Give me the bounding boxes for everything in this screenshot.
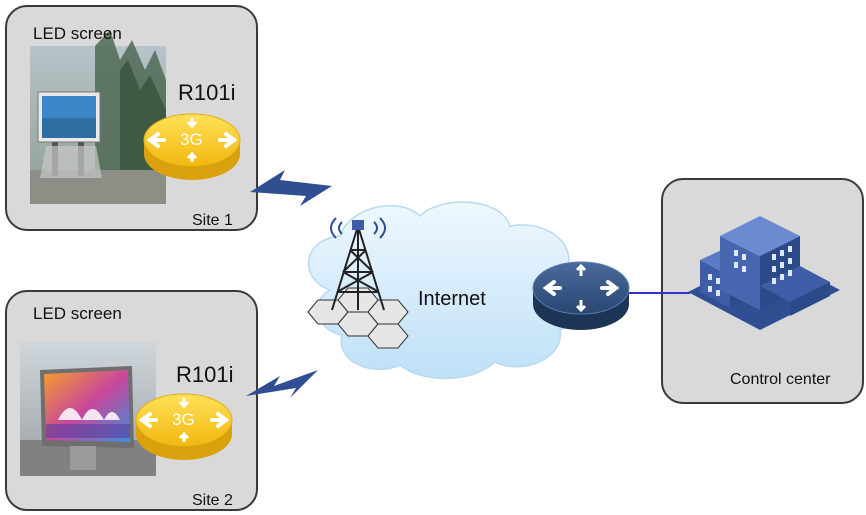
router-badge-site-1: 3G (180, 130, 203, 149)
wireless-link-site-2 (246, 370, 318, 398)
control-center-label: Control center (730, 371, 831, 388)
building-icon (688, 216, 840, 330)
router-3g-site-1 (143, 113, 241, 180)
router-3g-site-2 (135, 393, 233, 460)
internet-label: Internet (418, 288, 486, 310)
core-router-icon (532, 261, 630, 330)
site-2-label: Site 2 (192, 492, 233, 509)
router-badge-site-2: 3G (172, 410, 195, 429)
led-screen-photo-2 (20, 342, 156, 476)
router-label-site-1: R101i (178, 80, 236, 105)
led-screen-label-site-2: LED screen (33, 304, 122, 323)
led-screen-photo-1 (30, 30, 166, 204)
led-screen-label-site-1: LED screen (33, 24, 122, 43)
base-station-icon (307, 217, 409, 349)
router-label-site-2: R101i (176, 362, 234, 387)
site-1-label: Site 1 (192, 212, 233, 229)
wireless-link-site-1 (250, 170, 332, 206)
